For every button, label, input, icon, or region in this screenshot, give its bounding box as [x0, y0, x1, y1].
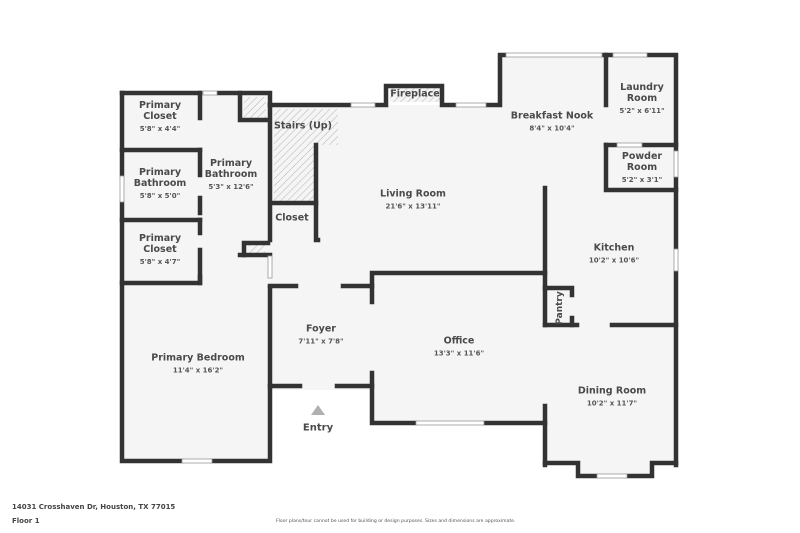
room-primary-bedroom: Primary Bedroom 11'4" x 16'2"	[151, 352, 245, 375]
room-fireplace: Fireplace	[390, 88, 440, 100]
room-primary-bathroom: Primary Bathroom 5'3" x 12'6"	[204, 158, 258, 191]
walls	[119, 52, 679, 479]
room-dining-room: Dining Room 10'2" x 11'7"	[577, 385, 647, 408]
fireplace-hatch	[390, 88, 440, 102]
entry-arrow-icon	[311, 405, 325, 415]
disclaimer: Floor plans/tour cannot be used for buil…	[276, 519, 516, 524]
windows	[119, 52, 679, 479]
room-primary-closet-bottom: Primary Closet 5'8" x 4'7"	[138, 233, 182, 266]
floor-fills	[122, 55, 677, 475]
room-primary-bathroom-small: Primary Bathroom 5'8" x 5'0"	[133, 167, 187, 200]
property-address: 14031 Crosshaven Dr, Houston, TX 77015	[12, 503, 176, 511]
stairs-hatch	[274, 109, 338, 145]
room-primary-closet-top: Primary Closet 5'8" x 4'4"	[138, 100, 182, 133]
room-laundry-room: Laundry Room 5'2" x 6'11"	[619, 82, 665, 115]
hatched-areas	[244, 88, 440, 253]
floor-label: Floor 1	[12, 517, 40, 525]
room-stairs: Stairs (Up)	[274, 120, 332, 132]
room-office: Office 13'3" x 11'6"	[433, 335, 485, 358]
room-foyer: Foyer 7'11" x 7'8"	[298, 323, 344, 346]
room-kitchen: Kitchen 10'2" x 10'6"	[588, 242, 640, 265]
room-pantry: Pantry	[555, 291, 565, 325]
entry-label: Entry	[302, 422, 334, 434]
room-living-room: Living Room 21'6" x 13'11"	[380, 188, 446, 211]
room-powder-room: Powder Room 5'2" x 3'1"	[621, 151, 663, 184]
room-breakfast-nook: Breakfast Nook 8'4" x 10'4"	[510, 110, 594, 133]
room-closet: Closet	[275, 212, 309, 224]
